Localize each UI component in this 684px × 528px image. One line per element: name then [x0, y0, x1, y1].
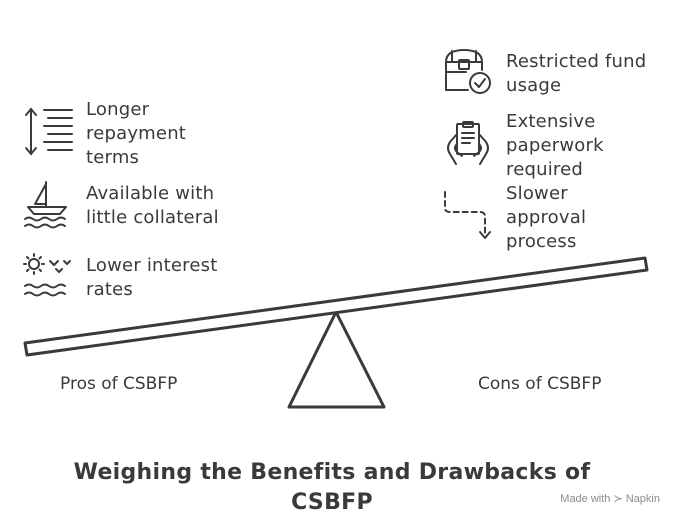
title-line-1: Weighing the Benefits and Drawbacks of — [73, 460, 591, 485]
cons-caption: Cons of CSBFP — [478, 374, 602, 394]
document-hands-icon — [447, 121, 489, 165]
pro-item-longer-repayment: Longer repayment terms — [86, 99, 187, 168]
weather-icon — [23, 253, 71, 297]
sailboat-icon — [24, 181, 67, 229]
pro-item-lower-interest: Lower interest rates — [86, 255, 218, 300]
repayment-terms-icon — [25, 107, 73, 156]
pros-caption: Pros of CSBFP — [60, 374, 178, 394]
con-item-restricted-usage: Restricted fund usage — [506, 51, 647, 96]
seesaw-fulcrum — [287, 310, 386, 409]
page-title: Weighing the Benefits and Drawbacks of C… — [0, 458, 664, 518]
treasure-chest-icon — [445, 49, 491, 94]
title-line-2: CSBFP — [291, 490, 373, 515]
dashed-arrow-icon — [444, 191, 491, 239]
pro-item-little-collateral: Available with little collateral — [86, 183, 219, 228]
napkin-watermark: Made with ≻ Napkin — [560, 493, 660, 505]
con-item-slower-approval: Slower approval process — [506, 183, 587, 252]
seesaw-plank — [23, 256, 649, 357]
con-item-paperwork: Extensive paperwork required — [506, 111, 604, 180]
